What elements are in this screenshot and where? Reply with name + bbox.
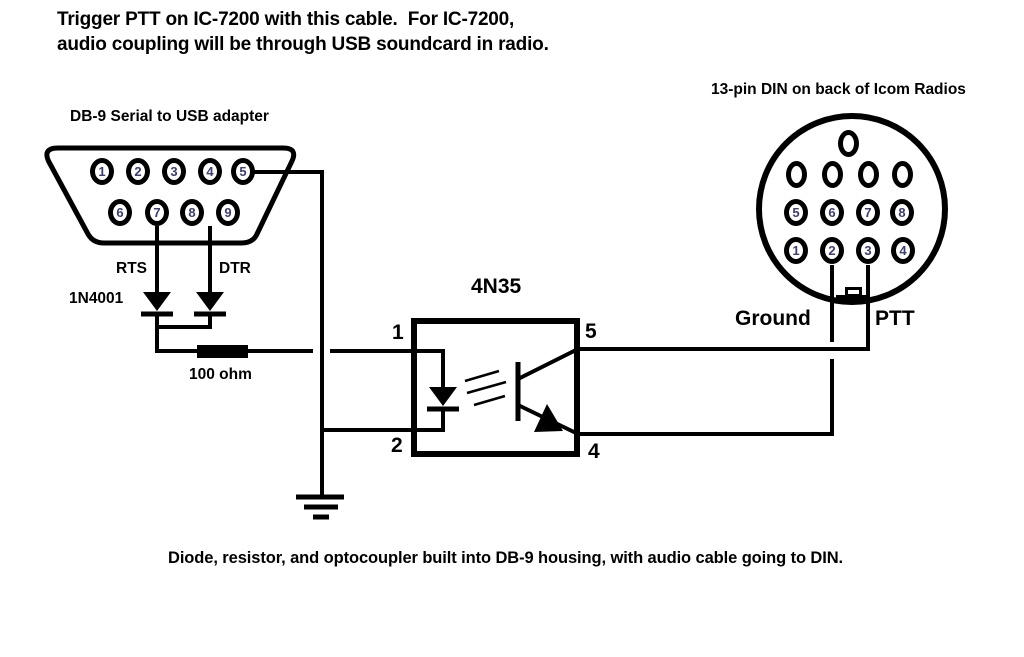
- din-pin-8: 8: [890, 199, 914, 226]
- diagram-title-line1: Trigger PTT on IC-7200 with this cable. …: [57, 9, 515, 30]
- db9-pin-6-label: 6: [116, 205, 124, 220]
- diode-part-label: 1N4001: [69, 290, 124, 307]
- ground-label: Ground: [735, 307, 811, 330]
- optocoupler-box: [411, 318, 580, 457]
- din-pin-2: 2: [820, 237, 844, 264]
- wire-opto-pin4-to-din-pin2-lower: [577, 359, 834, 436]
- db9-pin-1-label: 1: [98, 164, 106, 179]
- wire-led-to-opto-pin2: [322, 409, 445, 432]
- db9-pin-2-label: 2: [134, 164, 142, 179]
- din-pin-3: 3: [856, 237, 880, 264]
- dtr-label: DTR: [219, 260, 251, 277]
- db9-pin-7: 7: [145, 199, 169, 226]
- din-label: 13-pin DIN on back of Icom Radios: [711, 81, 966, 98]
- db9-pin-8: 8: [180, 199, 204, 226]
- din-pin-5-label: 5: [792, 205, 800, 220]
- din-pin-1-label: 1: [792, 243, 800, 258]
- db9-pin-3: 3: [162, 158, 186, 185]
- din-pin-2-label: 2: [828, 243, 836, 258]
- resistor-body: [197, 345, 248, 358]
- opto-pin4-label: 4: [588, 440, 600, 463]
- db9-pin-4-label: 4: [206, 164, 214, 179]
- db9-pin-1: 1: [90, 158, 114, 185]
- din-pin-8-label: 8: [898, 205, 906, 220]
- wire-resistor-run: [155, 314, 313, 353]
- db9-pin-6: 6: [108, 199, 132, 226]
- optocoupler-part-label: 4N35: [471, 275, 522, 298]
- din-key-notch-hole: [848, 290, 859, 294]
- db9-pin-5-label: 5: [239, 164, 247, 179]
- db9-pin-2: 2: [126, 158, 150, 185]
- din-pin-7-label: 7: [864, 205, 872, 220]
- transistor-collector: [517, 348, 577, 381]
- din-pin-6-label: 6: [828, 205, 836, 220]
- caption: Diode, resistor, and optocoupler built i…: [168, 549, 844, 567]
- db9-pin-3-label: 3: [170, 164, 178, 179]
- wire-cathode-join: [157, 314, 212, 329]
- din-open-pin-row2-3: [858, 161, 879, 188]
- opto-pin1-label: 1: [392, 321, 404, 344]
- db9-pin-9: 9: [216, 199, 240, 226]
- din-open-pin-row2-2: [822, 161, 843, 188]
- wire-opto-pin5-to-din-pin3: [577, 265, 870, 351]
- din-pin-1: 1: [784, 237, 808, 264]
- db9-shell: [44, 145, 297, 246]
- opto-pin2-label: 2: [391, 434, 403, 457]
- ptt-label: PTT: [875, 307, 915, 330]
- ground-symbol: [296, 494, 344, 520]
- diode-dtr-triangle: [196, 292, 224, 311]
- transistor-emitter-arrow: [534, 404, 563, 432]
- db9-pin-7-label: 7: [153, 205, 161, 220]
- db9-pin-5: 5: [231, 158, 255, 185]
- wire-db9-pin5-to-ground-bus: [254, 170, 324, 497]
- din-open-pin-row2-4: [892, 161, 913, 188]
- diagram-title-line2: audio coupling will be through USB sound…: [57, 34, 549, 55]
- opto-pin5-label: 5: [585, 320, 597, 343]
- din-pin-4-label: 4: [899, 243, 907, 258]
- din-open-pin-top: [838, 130, 859, 157]
- resistor-value-label: 100 ohm: [189, 366, 252, 383]
- din-pin-4: 4: [891, 237, 915, 264]
- din-pin-3-label: 3: [864, 243, 872, 258]
- db9-label: DB-9 Serial to USB adapter: [70, 108, 269, 125]
- diode-rts-triangle: [143, 292, 171, 311]
- light-ray-icon-1: [464, 369, 500, 383]
- rts-label: RTS: [116, 260, 147, 277]
- light-ray-icon-2: [466, 380, 507, 395]
- led-triangle: [429, 387, 457, 406]
- light-ray-icon-3: [473, 394, 506, 407]
- wire-opto-pin1-led: [414, 349, 445, 387]
- din-key-notch-base: [836, 295, 870, 302]
- din-pin-5: 5: [784, 199, 808, 226]
- db9-pin-9-label: 9: [224, 205, 232, 220]
- db9-pin-8-label: 8: [188, 205, 196, 220]
- din-pin-7: 7: [856, 199, 880, 226]
- din-pin-6: 6: [820, 199, 844, 226]
- din-open-pin-row2-1: [786, 161, 807, 188]
- db9-pin-4: 4: [198, 158, 222, 185]
